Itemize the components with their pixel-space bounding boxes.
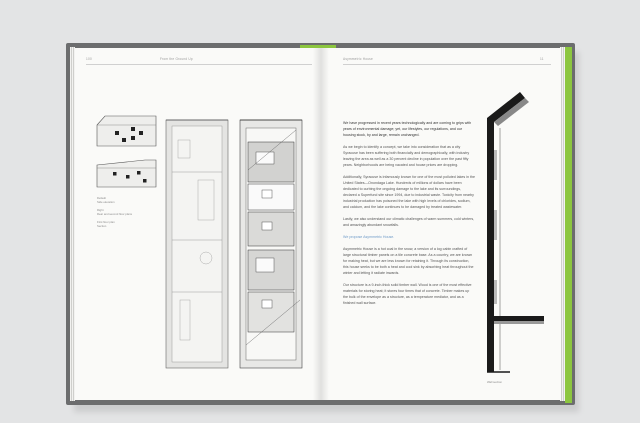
page-block-left [70,47,75,401]
left-page-number: 100 [86,57,92,61]
wall-section-figure [487,92,544,373]
left-header-rule [86,64,312,65]
paragraph-5: We propose Asymmetric House. [343,235,395,239]
right-header-rule [343,64,551,65]
front-elevation-drawing [96,115,157,147]
paragraph-1: We have progressed in recent years techn… [343,121,472,137]
right-page-number: 11 [540,57,544,61]
caption-6: Section [97,224,107,228]
caption-3: Right [97,208,104,212]
paragraph-3: Additionally, Syracuse is infamously kno… [343,175,475,209]
page-block-right [560,47,565,401]
bookmark-ribbon [300,45,336,49]
body-text-column: We have progressed in recent years techn… [343,120,475,312]
caption-2: Side elevation [97,200,115,204]
paragraph-4: Lastly, we also understand our climatic … [343,217,475,227]
cover-edge-green [565,47,572,403]
figure-caption: Wall section [487,380,502,384]
paragraph-7: Our structure is a 9-inch-thick solid ti… [343,283,472,305]
gutter-shadow [313,48,329,400]
upper-floor-plan [239,119,303,369]
left-running-title: From the Ground Up [160,57,193,61]
paragraph-6: Asymmetric House is a hot coal in the sn… [343,247,474,275]
paragraph-2: As we begin to identify a concept, we ta… [343,145,470,167]
right-running-title: Asymmetric House [343,57,373,61]
side-elevation-drawing [96,159,157,188]
ground-floor-plan [165,119,229,369]
caption-4: Rear and second floor plans [97,212,132,216]
caption-1: Default [97,196,106,200]
caption-5: First floor plan [97,220,115,224]
